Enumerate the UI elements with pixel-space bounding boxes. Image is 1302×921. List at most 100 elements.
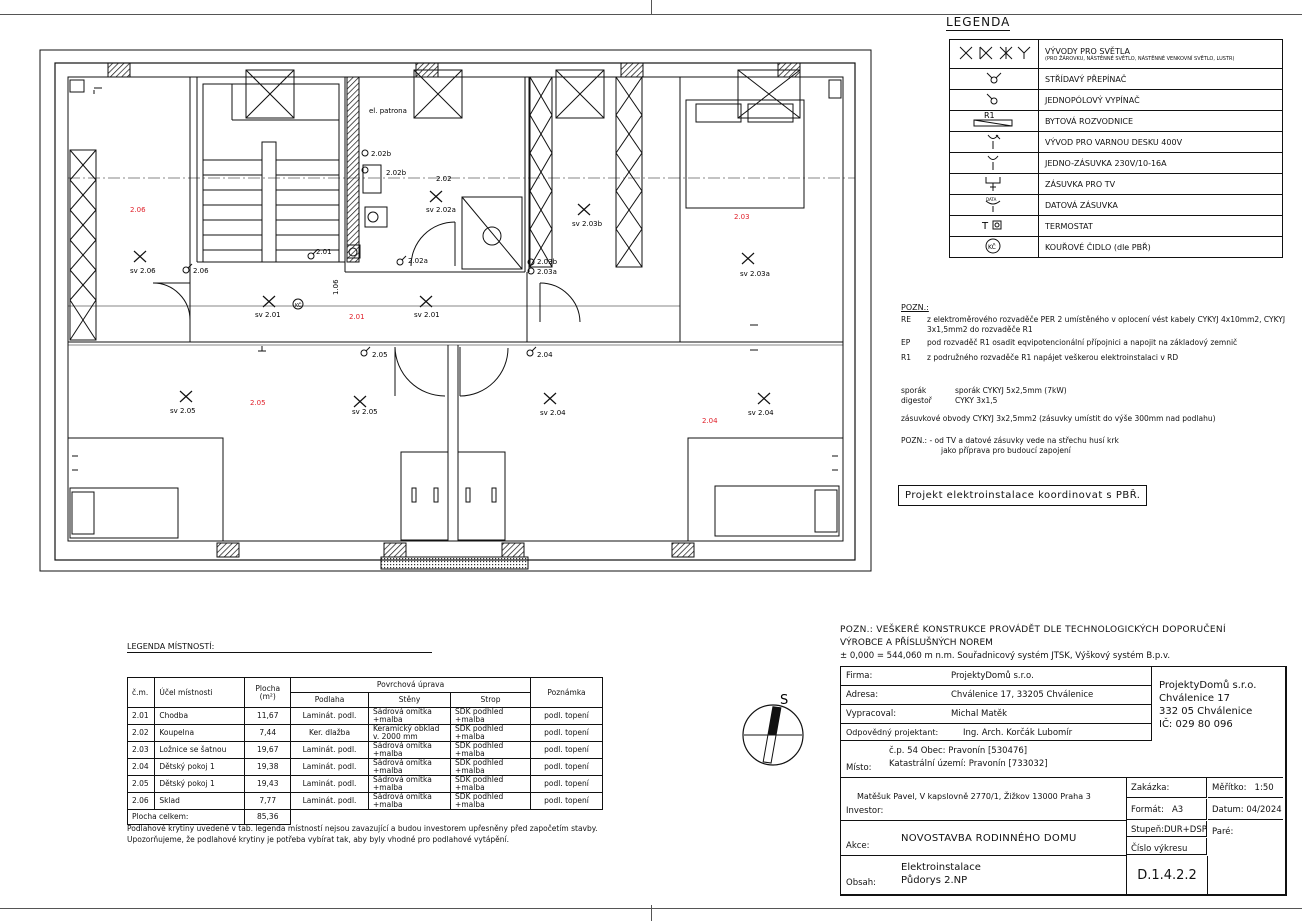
room-cell-ceiling: SDK podhled +malba <box>450 758 532 776</box>
room-cell-floor: Ker. dlažba <box>290 724 370 742</box>
room-cell-ceiling: SDK podhled +malba <box>450 741 532 759</box>
room-cell-walls: Sádrová omítka +malba <box>368 758 452 776</box>
format-label: Formát: <box>1131 805 1164 815</box>
single-bed <box>67 437 844 542</box>
datum-cell: Datum: 04/2024 <box>1208 799 1283 820</box>
distribution-board-icon: R1 <box>949 110 1039 132</box>
stupen-cell: Stupeň:DUR+DSP <box>1127 821 1207 837</box>
legend-code: T <box>981 221 989 232</box>
switch <box>182 149 537 357</box>
note-code: EP <box>901 338 911 347</box>
misto-line2: Katastrální území: Pravonín [733032] <box>889 759 1048 769</box>
format-cell: Formát: A3 <box>1127 799 1207 820</box>
room-cell-floor: Laminát. podl. <box>290 775 370 793</box>
room-cell-purpose: Dětský pokoj 1 <box>154 758 246 776</box>
investor-value: Matěšuk Pavel, V kapslovně 2770/1, Žižko… <box>857 792 1091 801</box>
room-cell-area: 7,44 <box>244 724 292 742</box>
room-cell-area: 7,77 <box>244 792 292 810</box>
legend-label: BYTOVÁ ROZVODNICE <box>1038 110 1283 132</box>
pare-label: Paré: <box>1212 827 1234 837</box>
light-label: sv 2.01 <box>414 311 440 319</box>
room-cell-ceiling: SDK podhled +malba <box>450 775 532 793</box>
firma-label: Firma: <box>846 671 873 681</box>
north-compass: S <box>742 693 804 766</box>
room-legend-title: LEGENDA MÍSTNOSTÍ: <box>127 642 432 653</box>
legend-label: DATOVÁ ZÁSUVKA <box>1038 194 1283 216</box>
window <box>620 62 644 78</box>
legend-title: LEGENDA <box>946 15 1011 31</box>
data-socket-icon: DATA <box>949 194 1039 216</box>
legend-row: JEDNOPÓLOVÝ VYPÍNAČ <box>949 89 1283 111</box>
meritko-cell: Měřítko: 1:50 <box>1208 778 1283 798</box>
legend-code: KČ <box>988 244 996 251</box>
room-cell-num: 2.05 <box>126 775 156 793</box>
vypracoval-label: Vypracoval: <box>846 709 897 719</box>
room-cell-ceiling: SDK podhled +malba <box>450 792 532 810</box>
room-cell-note: podl. topení <box>530 758 603 776</box>
legend-label: TERMOSTAT <box>1038 215 1283 237</box>
light-fixture <box>133 190 771 408</box>
wardrobe <box>529 76 643 268</box>
room-cell-num: 2.03 <box>126 741 156 759</box>
top-center-mark <box>651 0 652 14</box>
misto-line1: č.p. 54 Obec: Pravonín [530476] <box>889 746 1028 756</box>
titleblock-note: POZN.: VEŠKERÉ KONSTRUKCE PROVÁDĚT DLE T… <box>840 624 1280 663</box>
company-ic: IČ: 029 80 096 <box>1159 719 1233 730</box>
area-heading: Plocha <box>255 683 281 693</box>
legend-label: STŘÍDAVÝ PŘEPÍNAČ <box>1038 68 1283 90</box>
legend-table: VÝVODY PRO SVĚTLA(PRO ŽÁROVKU, NÁSTĚNNÉ … <box>949 39 1283 258</box>
room-cell-num: 2.02 <box>126 724 156 742</box>
room-cell-purpose: Chodba <box>154 707 246 725</box>
room-number: 2.02 <box>436 175 452 183</box>
double-bed <box>685 99 805 209</box>
company-street: Chválenice 17 <box>1159 693 1230 704</box>
room-cell-floor: Laminát. podl. <box>290 792 370 810</box>
legend-label: VÝVOD PRO VARNOU DESKU 400V <box>1038 131 1283 153</box>
company-name: ProjektyDomů s.r.o. <box>1159 680 1257 691</box>
drawing-number: D.1.4.2.2 <box>1127 856 1208 894</box>
legend-label: ZÁSUVKA PRO TV <box>1038 173 1283 195</box>
room-id: 2.06 <box>130 206 146 214</box>
room-id: 2.04 <box>702 417 718 425</box>
switch-label: 2.02b <box>386 169 407 177</box>
light-label: sv 2.04 <box>748 409 774 417</box>
misto-row: Místo: č.p. 54 Obec: Pravonín [530476] K… <box>841 741 1283 778</box>
legend-sublabel: (PRO ŽÁROVKU, NÁSTĚNNÉ SVĚTLO, NÁSTĚNNÉ … <box>1045 55 1235 62</box>
datum-value: 04/2024 <box>1246 805 1282 815</box>
inner-wall <box>67 76 844 542</box>
zakazka-label: Zakázka: <box>1127 778 1207 798</box>
closet <box>400 451 506 541</box>
room-cell-walls: Sádrová omítka +malba <box>368 775 452 793</box>
room-cell-floor: Laminát. podl. <box>290 707 370 725</box>
akce-label: Akce: <box>846 841 870 851</box>
odpovedny-row: Odpovědný projektant:Ing. Arch. Korčák L… <box>841 724 1151 741</box>
vypracoval-row: Vypracoval:Michal Matěk <box>841 705 1151 724</box>
room-cell-area: 19,38 <box>244 758 292 776</box>
patrona-label: el. patrona <box>369 107 407 115</box>
room-cell-num: 2.04 <box>126 758 156 776</box>
note-text: z elektroměrového rozvaděče PER 2 umístě… <box>927 315 1286 334</box>
thermostat-icon: T <box>949 215 1039 237</box>
investor-row: Matěšuk Pavel, V kapslovně 2770/1, Žižko… <box>841 778 1127 821</box>
note-code: R1 <box>901 353 911 362</box>
obsah-row: Obsah: Elektroinstalace Půdorys 2.NP <box>841 856 1127 894</box>
meritko-label: Měřítko: <box>1212 783 1247 793</box>
alternating-switch-icon <box>949 68 1039 90</box>
room-cell-area: 19,43 <box>244 775 292 793</box>
room-cell-note: podl. topení <box>530 775 603 793</box>
window <box>501 542 525 558</box>
room-id: 2.03 <box>734 213 750 221</box>
door <box>69 79 842 397</box>
company-city: 332 05 Chválenice <box>1159 706 1253 717</box>
legend-row: VÝVODY PRO SVĚTLA(PRO ŽÁROVKU, NÁSTĚNNÉ … <box>949 39 1283 69</box>
note-text: z podružného rozvaděče R1 napájet vešker… <box>927 353 1179 362</box>
window <box>216 542 240 558</box>
note-text: pod rozvaděč R1 osadit eqvipotencionální… <box>927 338 1238 347</box>
cislo-label: Číslo výkresu <box>1127 838 1207 855</box>
